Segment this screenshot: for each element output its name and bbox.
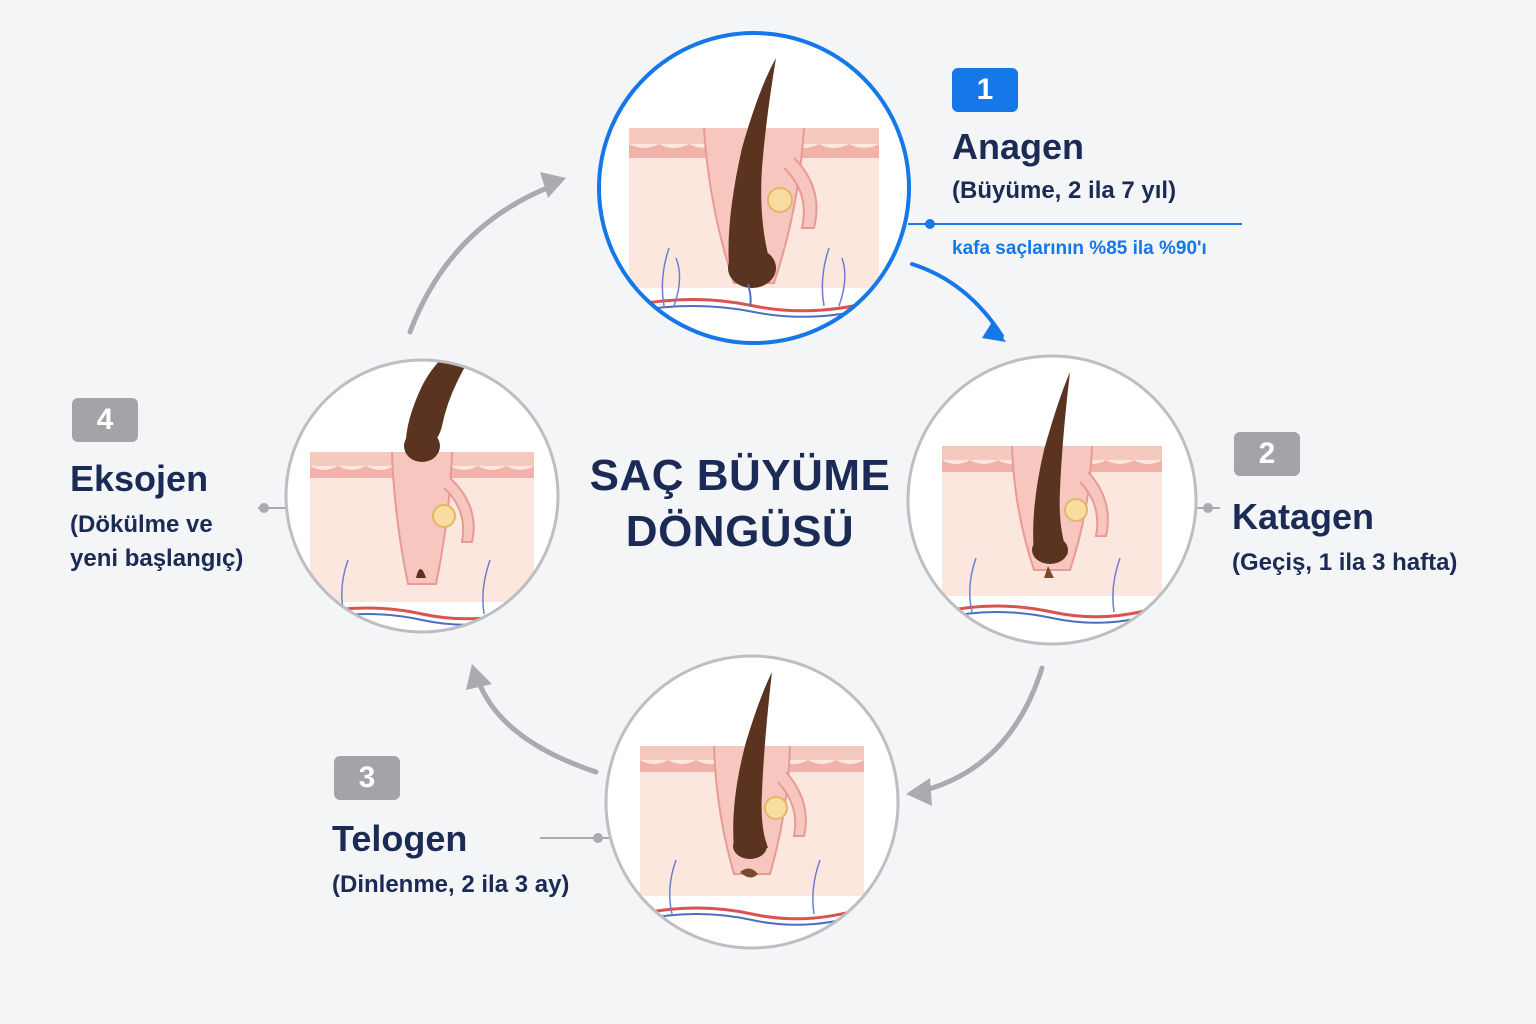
stage-number-badge: 2 [1234,432,1300,476]
stage-number-badge: 3 [334,756,400,800]
arrow-icon [906,778,932,806]
stage-name-telogen: Telogen [332,818,468,859]
stage-name-katagen: Katagen [1232,496,1375,537]
hair-follicle-illustration [941,372,1163,624]
diagram-title: SAÇ BÜYÜME DÖNGÜSÜ [560,448,920,560]
stage-name-anagen: Anagen [952,126,1085,167]
stage-number-badge: 1 [952,68,1018,112]
hair-follicle-illustration [628,58,880,318]
arrow-icon [466,664,492,690]
arrow-icon [475,677,599,775]
stage-desc-eksojen: (Dökülme ve yeni başlangıç) [70,508,243,576]
diagram-title-line2: DÖNGÜSÜ [625,507,855,556]
stage-circle-telogen [604,654,900,950]
connector-dot [593,833,603,843]
arrow-icon [910,262,1004,338]
diagram-title-line1: SAÇ BÜYÜME [589,451,891,500]
arrow-icon [982,322,1006,342]
stage-name-eksojen: Eksojen [70,458,209,499]
connector-dot [1203,503,1213,513]
stage-desc-telogen: (Dinlenme, 2 ila 3 ay) [332,871,570,898]
connector-dot [259,503,269,513]
stage-circle-katagen [906,354,1198,646]
stage-number-badge: 4 [72,398,138,442]
stage-desc-anagen: (Büyüme, 2 ila 7 yıl) [952,177,1177,204]
stage-note-anagen: kafa saçlarının %85 ila %90'ı [952,238,1207,259]
arrow-icon [407,183,555,335]
hair-follicle-illustration [639,672,865,926]
stage-desc-eksojen-line1: (Dökülme ve [70,511,213,538]
arrow-icon [540,172,566,198]
connector-dot [925,219,935,229]
stage-circle-anagen [597,31,911,345]
arrow-icon [915,665,1045,795]
stage-desc-katagen: (Geçiş, 1 ila 3 hafta) [1232,549,1458,576]
stage-desc-eksojen-line2: yeni başlangıç) [70,545,244,572]
hair-follicle-illustration [309,360,535,626]
stage-circle-eksojen [284,358,560,634]
